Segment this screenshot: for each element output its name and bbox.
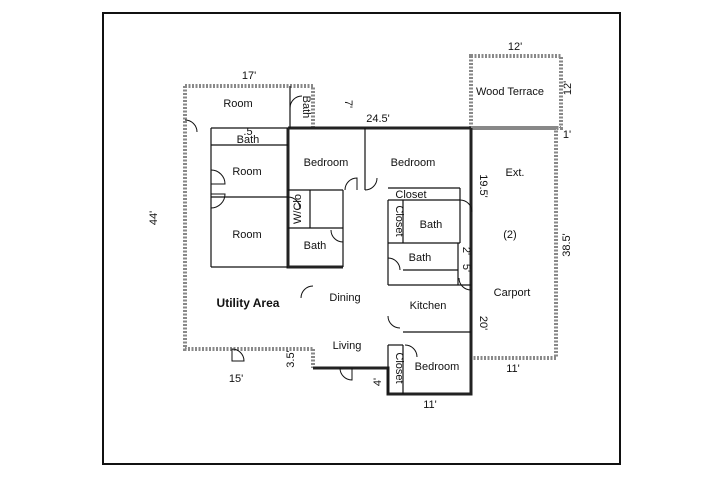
bath-upper-label: Bath <box>237 134 260 146</box>
carport-number-label: (2) <box>503 229 516 241</box>
dim-19-5: 19.5' <box>477 174 489 198</box>
dim-44: 44' <box>148 211 160 225</box>
dim-2: 2' <box>460 247 472 255</box>
dim-11-right: 11' <box>506 363 520 375</box>
bath-small-label: Bath <box>300 96 312 119</box>
room-labels: Room Bath .5 Bath Room Room Utility Area… <box>217 86 544 384</box>
wclo-label: W/Clo <box>292 194 304 224</box>
utility-area-label: Utility Area <box>217 296 280 310</box>
door-swings <box>184 95 473 381</box>
wood-terrace-label: Wood Terrace <box>476 86 544 98</box>
room-label-low: Room <box>232 229 261 241</box>
dimension-labels: 17' 7' 24.5' 12' 12' 1' 44' 19.5' 38.5' … <box>148 41 574 411</box>
interior-walls <box>210 86 471 394</box>
ext-label: Ext. <box>506 167 525 179</box>
page-frame <box>102 12 621 465</box>
dim-12-top: 12' <box>508 41 522 53</box>
bedroom3-label: Bedroom <box>415 361 460 373</box>
dim-38-5: 38.5' <box>561 233 573 257</box>
exterior-walls <box>183 54 563 368</box>
dim-3-5: 3.5' <box>285 350 297 367</box>
carport-label: Carport <box>494 287 531 299</box>
closet-top-label: Closet <box>395 189 426 201</box>
dim-5: 5' <box>460 264 472 272</box>
dim-12-side: 12' <box>562 81 574 95</box>
dim-17: 17' <box>242 70 256 82</box>
closet-bottom-label: Closet <box>393 352 405 383</box>
bedroom1-label: Bedroom <box>304 157 349 169</box>
dim-11-bottom: 11' <box>423 399 437 411</box>
room-label-top: Room <box>223 98 252 110</box>
kitchen-label: Kitchen <box>410 300 447 312</box>
living-label: Living <box>333 340 362 352</box>
bedroom2-label: Bedroom <box>391 157 436 169</box>
dim-1: 1' <box>563 129 571 141</box>
dim-4: 4' <box>372 378 384 386</box>
closet-side-label: Closet <box>393 205 405 236</box>
dim-20: 20' <box>477 316 489 330</box>
bath-center-label: Bath <box>409 252 432 264</box>
dim-24-5: 24.5' <box>366 113 390 125</box>
bath-right-label: Bath <box>420 219 443 231</box>
room-label-mid: Room <box>232 166 261 178</box>
bath-left-label: Bath <box>304 240 327 252</box>
dining-label: Dining <box>329 292 360 304</box>
dim-15: 15' <box>229 373 243 385</box>
half-bath-mark: .5 <box>243 126 252 138</box>
dim-7: 7' <box>342 100 354 108</box>
